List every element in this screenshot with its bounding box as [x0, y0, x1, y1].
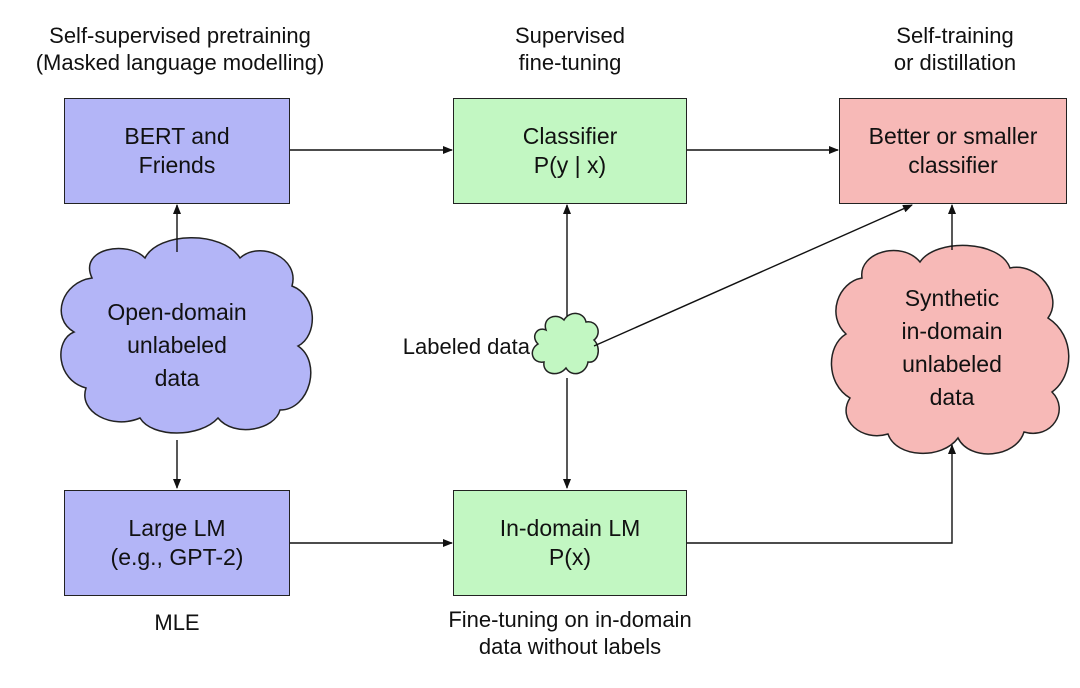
header-supervised: Supervised fine-tuning	[440, 22, 700, 76]
large-lm-box-line1: Large LM	[128, 515, 226, 541]
indomain-lm-box: In-domain LM P(x)	[453, 490, 687, 596]
header-self-supervised: Self-supervised pretraining (Masked lang…	[0, 22, 360, 76]
classifier-box-line2: P(y | x)	[533, 152, 607, 178]
bert-box: BERT and Friends	[64, 98, 290, 204]
bert-box-line1: BERT and	[124, 123, 230, 149]
open-domain-line1: Open-domain	[107, 299, 247, 325]
better-classifier-box: Better or smaller classifier	[839, 98, 1067, 204]
finetune-caption: Fine-tuning on in-domain data without la…	[410, 606, 730, 660]
synthetic-line3: unlabeled	[902, 351, 1002, 377]
header-self-supervised-line2: (Masked language modelling)	[35, 50, 325, 75]
large-lm-box-line2: (e.g., GPT-2)	[110, 544, 244, 570]
header-supervised-line2: fine-tuning	[518, 50, 622, 75]
labeled-data-label: Labeled data	[402, 334, 530, 359]
better-classifier-box-line2: classifier	[908, 152, 998, 178]
open-domain-line3: data	[154, 365, 200, 391]
bert-box-line2: Friends	[138, 152, 216, 178]
header-self-training-line2: or distillation	[893, 50, 1017, 75]
arrow-indomainlm-to-synthetic	[687, 444, 956, 544]
indomain-lm-box-line1: In-domain LM	[499, 515, 641, 541]
header-supervised-line1: Supervised	[514, 23, 626, 48]
open-domain-cloud-label: Open-domain unlabeled data	[77, 296, 277, 395]
indomain-lm-box-line2: P(x)	[548, 544, 592, 570]
large-lm-box: Large LM (e.g., GPT-2)	[64, 490, 290, 596]
synthetic-line2: in-domain	[901, 318, 1003, 344]
classifier-box-line1: Classifier	[522, 123, 618, 149]
arrow-labeled-to-better	[593, 204, 913, 347]
synthetic-cloud	[830, 244, 1070, 455]
header-self-training-line1: Self-training	[896, 23, 1014, 48]
synthetic-line1: Synthetic	[904, 285, 1000, 311]
open-domain-line2: unlabeled	[127, 332, 227, 358]
header-self-supervised-line1: Self-supervised pretraining	[49, 23, 311, 48]
finetune-caption-line1: Fine-tuning on in-domain	[448, 607, 692, 632]
open-domain-cloud	[60, 237, 313, 434]
synthetic-cloud-label: Synthetic in-domain unlabeled data	[852, 282, 1052, 414]
header-self-training: Self-training or distillation	[830, 22, 1080, 76]
mle-caption: MLE	[154, 610, 200, 635]
finetune-caption-line2: data without labels	[478, 634, 662, 659]
classifier-box: Classifier P(y | x)	[453, 98, 687, 204]
better-classifier-box-line1: Better or smaller	[868, 123, 1038, 149]
synthetic-line4: data	[929, 384, 975, 410]
labeled-data-cloud	[531, 312, 599, 375]
